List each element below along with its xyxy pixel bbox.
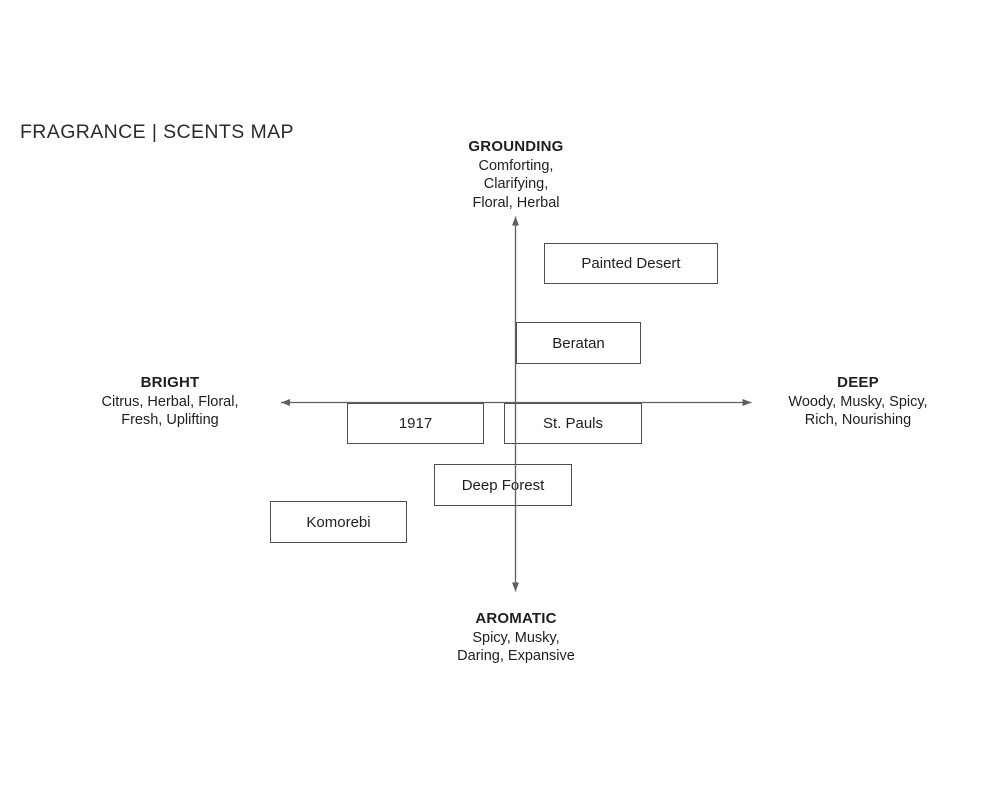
axis-descriptor-line: Clarifying,	[483, 176, 549, 192]
axis-descriptor-line: Citrus, Herbal, Floral,	[101, 393, 239, 410]
axis-label-bright: BRIGHT Citrus, Herbal, Floral, Fresh, Up…	[55, 374, 285, 430]
axis-head-grounding: GROUNDING	[468, 138, 564, 155]
axis-descriptor-line: Floral, Herbal	[472, 194, 560, 211]
axis-descriptor-line: Fresh, Uplifting	[121, 412, 219, 428]
scent-label: Beratan	[552, 334, 605, 352]
page-title: FRAGRANCE | SCENTS MAP	[20, 121, 294, 143]
axis-descriptor-line: Spicy, Musky,	[472, 629, 560, 646]
scent-box-1917: 1917	[347, 403, 484, 444]
axis-descriptor-line: Rich, Nourishing	[804, 412, 912, 428]
axis-descriptor-line: Daring, Expansive	[457, 648, 575, 664]
axis-head-deep: DEEP	[837, 374, 879, 391]
scent-box-beratan: Beratan	[516, 322, 641, 364]
axis-head-bright: BRIGHT	[140, 374, 200, 391]
axis-head-aromatic: AROMATIC	[475, 610, 557, 627]
scent-label: Deep Forest	[461, 476, 545, 494]
axis-descriptor-line: Woody, Musky, Spicy,	[788, 393, 928, 410]
scent-label: St. Pauls	[542, 415, 604, 432]
axis-label-aromatic: AROMATIC Spicy, Musky, Daring, Expansive	[391, 610, 641, 666]
axis-label-grounding: GROUNDING Comforting, Clarifying, Floral…	[391, 138, 641, 212]
axis-label-deep: DEEP Woody, Musky, Spicy, Rich, Nourishi…	[743, 374, 973, 430]
scent-box-st-pauls: St. Pauls	[504, 403, 642, 444]
axis-descriptor-line: Comforting,	[478, 157, 554, 174]
scent-box-deep-forest: Deep Forest	[434, 464, 572, 506]
scent-box-painted-desert: Painted Desert	[544, 243, 718, 284]
scent-label: 1917	[398, 415, 433, 432]
scent-box-komorebi: Komorebi	[270, 501, 407, 543]
scent-label: Painted Desert	[581, 255, 681, 272]
scent-label: Komorebi	[306, 513, 371, 531]
